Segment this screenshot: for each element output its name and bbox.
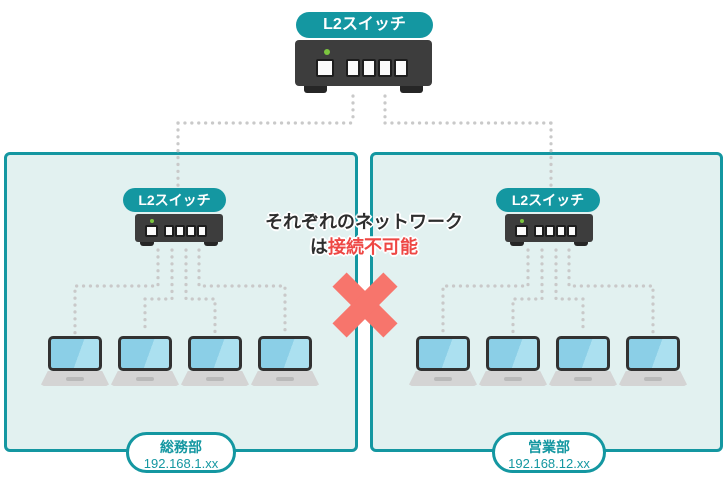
department-badge-soumu: 総務部 192.168.1.xx (126, 432, 236, 473)
link-left-laptop-3 (184, 248, 217, 335)
switch-foot (140, 242, 154, 246)
annotation-highlight: 接続不可能 (328, 237, 418, 257)
department-subnet: 192.168.12.xx (508, 456, 590, 471)
department-name: 総務部 (160, 439, 202, 455)
led-icon (150, 219, 154, 223)
laptop-icon (111, 336, 179, 386)
link-right-laptop-4 (567, 248, 655, 335)
switch-foot (400, 86, 423, 93)
annotation-line1: それぞれのネットワーク (265, 212, 463, 232)
uplink-port-icon (515, 225, 528, 237)
uplink-port-icon (316, 59, 334, 77)
cross-icon (332, 272, 398, 338)
top-switch-icon (295, 40, 432, 93)
lan-ports-icon (164, 225, 207, 237)
laptop-icon (619, 336, 687, 386)
annotation-text: それぞれのネットワーク は接続不可能 (254, 210, 474, 260)
annotation-line2: は接続不可能 (310, 237, 418, 257)
link-left-laptop-2 (143, 248, 174, 335)
link-left-laptop-4 (197, 248, 287, 335)
switch-body (295, 40, 432, 86)
laptop-icon (479, 336, 547, 386)
department-name: 営業部 (528, 439, 570, 455)
left-switch-icon (135, 214, 223, 246)
switch-body (135, 214, 223, 242)
department-subnet: 192.168.1.xx (143, 456, 219, 471)
laptop-icon (181, 336, 249, 386)
lan-ports-icon (534, 225, 577, 237)
link-right-laptop-1 (441, 248, 530, 335)
laptop-icon (549, 336, 617, 386)
left-switch-label: L2スイッチ (123, 188, 226, 212)
laptop-icon (41, 336, 109, 386)
led-icon (520, 219, 524, 223)
lan-ports-icon (346, 59, 408, 77)
switch-foot (304, 86, 327, 93)
switch-foot (204, 242, 218, 246)
department-badge-eigyo: 営業部 192.168.12.xx (492, 432, 606, 473)
laptop-icon (251, 336, 319, 386)
right-switch-label: L2スイッチ (496, 188, 600, 212)
switch-body (505, 214, 593, 242)
uplink-port-icon (145, 225, 158, 237)
switch-foot (510, 242, 524, 246)
link-right-laptop-3 (554, 248, 585, 335)
top-switch-label: L2スイッチ (296, 12, 433, 38)
switch-foot (574, 242, 588, 246)
right-switch-icon (505, 214, 593, 246)
link-right-laptop-2 (511, 248, 544, 335)
laptop-icon (409, 336, 477, 386)
link-left-laptop-1 (73, 248, 160, 335)
led-icon (324, 49, 330, 55)
dotted-links (73, 94, 655, 335)
